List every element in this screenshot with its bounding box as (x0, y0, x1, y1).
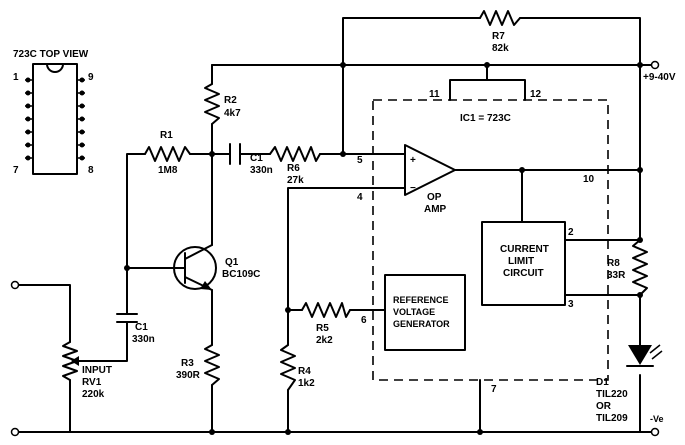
reference-line1: REFERENCE (393, 295, 449, 305)
ic1-pin-11: 11 (429, 89, 440, 100)
reference-line2: VOLTAGE (393, 307, 435, 317)
opamp-minus-sign: − (410, 183, 416, 194)
r5-resistor (301, 302, 351, 318)
positive-supply-label: +9-40V (643, 72, 676, 83)
r4-value: 1k2 (298, 378, 315, 389)
r1-name: R1 (160, 130, 173, 141)
ic-view-pin-8: 8 (88, 165, 94, 176)
opamp-plus-sign: + (410, 155, 416, 166)
ic1-pin-10: 10 (583, 174, 595, 185)
negative-supply-terminal (650, 427, 660, 437)
r3-name: R3 (181, 358, 194, 369)
q1-transistor (173, 244, 217, 291)
ic1-pin-12: 12 (530, 89, 542, 100)
c1-left-name: C1 (135, 322, 148, 333)
rv1-label-line3: 220k (82, 389, 105, 400)
r6-value: 27k (287, 175, 304, 186)
d1-led (626, 344, 663, 367)
current-limit-line2: LIMIT (508, 256, 534, 267)
ic1-title: IC1 = 723C (460, 113, 511, 124)
r8-value: 33R (607, 270, 626, 281)
r7-resistor (479, 10, 521, 26)
opamp-label-line2: AMP (424, 204, 447, 215)
r4-resistor (280, 344, 296, 391)
rv1-label-line1: INPUT (82, 365, 112, 376)
r8-resistor (632, 239, 648, 296)
r8-name: R8 (607, 258, 620, 269)
d1-label-line4: TIL209 (596, 413, 628, 424)
input-terminal-top (10, 280, 20, 290)
r4-name: R4 (298, 366, 311, 377)
ic-view-pin-1: 1 (13, 72, 19, 83)
r5-value: 2k2 (316, 335, 333, 346)
d1-label-line1: D1 (596, 377, 609, 388)
r2-name: R2 (224, 95, 237, 106)
rv1-wiper-arrow (71, 356, 79, 366)
current-limit-block (481, 221, 566, 306)
r7-name: R7 (492, 31, 505, 42)
reference-line3: GENERATOR (393, 319, 450, 329)
opamp-labels: + − OP AMP (410, 155, 447, 215)
ic1-pin-7: 7 (491, 384, 497, 395)
c1-top-name: C1 (250, 153, 263, 164)
r1-value: 1M8 (158, 165, 178, 176)
positive-supply-terminal (650, 60, 660, 70)
opamp-label-line1: OP (427, 192, 442, 203)
r3-resistor (204, 344, 220, 386)
reference-voltage-block (384, 274, 466, 351)
ic1-pin-6: 6 (361, 315, 367, 326)
ic1-pin-2: 2 (568, 227, 574, 238)
opamp-triangle (404, 144, 456, 196)
ic1-pin-3: 3 (568, 299, 574, 310)
ic1-boundary (372, 99, 609, 381)
c1-top-capacitor (229, 143, 247, 165)
r1-resistor (144, 146, 191, 162)
input-terminal-bottom (10, 427, 20, 437)
q1-value: BC109C (222, 269, 260, 280)
r5-name: R5 (316, 323, 329, 334)
supply-labels: +9-40V -Ve (643, 72, 676, 424)
ic-package-top-view (25, 63, 85, 175)
ic1-labels: IC1 = 723C 5 4 6 7 10 11 12 2 3 (357, 89, 595, 395)
current-limit-line1: CURRENT (500, 244, 549, 255)
ic-view-title: 723C TOP VIEW (13, 49, 89, 60)
ic-view-pin-9: 9 (88, 72, 94, 83)
wiring (14, 17, 656, 433)
current-limit-line3: CIRCUIT (503, 268, 544, 279)
c1-left-value: 330n (132, 334, 155, 345)
junctions (124, 62, 643, 435)
component-labels: R1 1M8 R2 4k7 R3 390R R4 1k2 R5 2k2 R6 2… (82, 31, 628, 424)
terminals (10, 60, 660, 437)
ic1-pin-4: 4 (357, 192, 363, 203)
q1-name: Q1 (225, 257, 239, 268)
ic1-pin-5: 5 (357, 155, 363, 166)
c1-left-capacitor (116, 313, 138, 331)
ic-view-labels: 723C TOP VIEW 1 7 8 9 (13, 49, 94, 176)
d1-label-line3: OR (596, 401, 612, 412)
d1-label-line2: TIL220 (596, 389, 628, 400)
r2-value: 4k7 (224, 108, 241, 119)
r2-resistor (204, 83, 220, 125)
ic-view-pin-7: 7 (13, 165, 19, 176)
r6-resistor (269, 146, 321, 162)
block-labels: CURRENT LIMIT CIRCUIT REFERENCE VOLTAGE … (393, 244, 549, 329)
r6-name: R6 (287, 163, 300, 174)
negative-supply-label: -Ve (650, 414, 664, 424)
r3-value: 390R (176, 370, 201, 381)
r7-value: 82k (492, 43, 509, 54)
c1-top-value: 330n (250, 165, 273, 176)
rv1-label-line2: RV1 (82, 377, 102, 388)
